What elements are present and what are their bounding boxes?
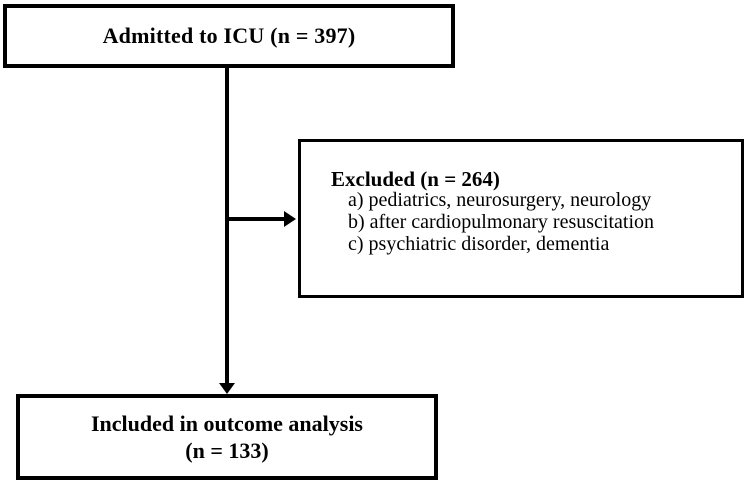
excluded-item-c: c) psychiatric disorder, dementia: [348, 232, 610, 255]
excluded-item-a: a) pediatrics, neurosurgery, neurology: [348, 189, 652, 212]
connector-vertical-line: [225, 68, 229, 383]
node-admitted-to-icu: Admitted to ICU (n = 397): [3, 4, 455, 68]
connector-horizontal-line: [227, 217, 285, 221]
arrowhead-right-icon: [284, 211, 296, 227]
node-excluded: Excluded (n = 264) a) pediatrics, neuros…: [298, 139, 744, 298]
node-included-label-line1: Included in outcome analysis: [91, 410, 363, 436]
node-included: Included in outcome analysis (n = 133): [16, 394, 438, 480]
node-excluded-title: Excluded (n = 264): [331, 167, 500, 191]
node-admitted-label: Admitted to ICU (n = 397): [102, 23, 356, 48]
node-included-label-line2: (n = 133): [185, 438, 269, 463]
arrowhead-down-icon: [219, 383, 235, 394]
excluded-item-b: b) after cardiopulmonary resuscitation: [348, 210, 654, 233]
